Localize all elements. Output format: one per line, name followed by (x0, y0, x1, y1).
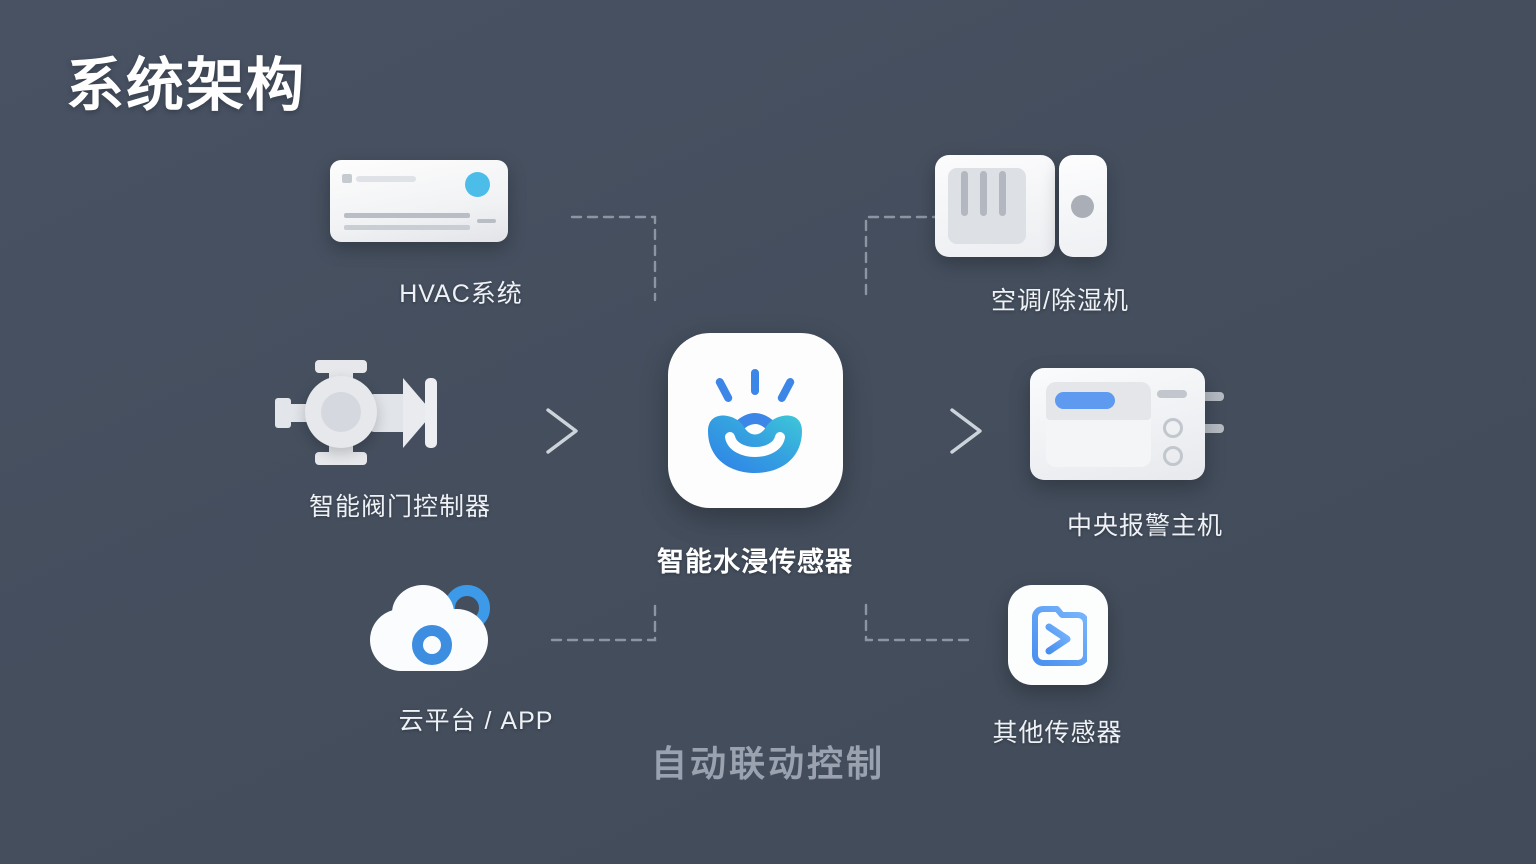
node-valve-label: 智能阀门控制器 (308, 493, 491, 521)
node-hvac-label: HVAC系统 (399, 280, 523, 308)
connector-dehumidifier (864, 215, 944, 302)
page-title: 系统架构 (66, 53, 307, 118)
node-smart-water-sensor[interactable]: 智能水浸传感器 (655, 333, 855, 579)
hvac-art (330, 160, 592, 242)
node-other-sensors-label: 其他传感器 (992, 719, 1123, 747)
node-dehumidifier-label: 空调/除湿机 (991, 287, 1129, 315)
hub-label: 智能水浸传感器 (657, 547, 853, 577)
other-sensors-art (955, 585, 1160, 685)
dehumidifier-icon (935, 155, 1107, 257)
node-alarm-label: 中央报警主机 (1066, 512, 1223, 540)
connector-other-sensors (864, 598, 970, 642)
node-alarm-host[interactable]: 中央报警主机 (1030, 368, 1260, 542)
water-splash-icon (708, 368, 802, 473)
arrow-hub-to-alarm (888, 408, 982, 454)
alarm-art (1030, 368, 1260, 480)
cloud-app-icon (370, 585, 496, 671)
valve-icon (275, 360, 437, 465)
alarm-status-bar (1055, 392, 1115, 409)
hub-art (655, 333, 855, 508)
node-valve-controller[interactable]: 智能阀门控制器 (275, 360, 525, 523)
node-other-sensors[interactable]: 其他传感器 (955, 585, 1160, 749)
dehumidifier-art (935, 155, 1185, 257)
alarm-control-panel-icon (1030, 368, 1224, 480)
node-hvac[interactable]: HVAC系统 (330, 160, 592, 310)
node-dehumidifier[interactable]: 空调/除湿机 (935, 155, 1185, 317)
hub-tile (667, 333, 843, 508)
node-cloud-platform[interactable]: 云平台 / APP (370, 585, 582, 737)
valve-art (275, 360, 525, 465)
other-sensors-tile (1007, 585, 1108, 685)
node-cloud-label: 云平台 / APP (398, 707, 554, 735)
cloud-art (370, 585, 582, 671)
ac-indicator-dot (465, 172, 490, 197)
footer-caption: 自动联动控制 (650, 743, 885, 784)
air-conditioner-icon (330, 160, 508, 242)
sensor-document-icon (1031, 606, 1087, 666)
